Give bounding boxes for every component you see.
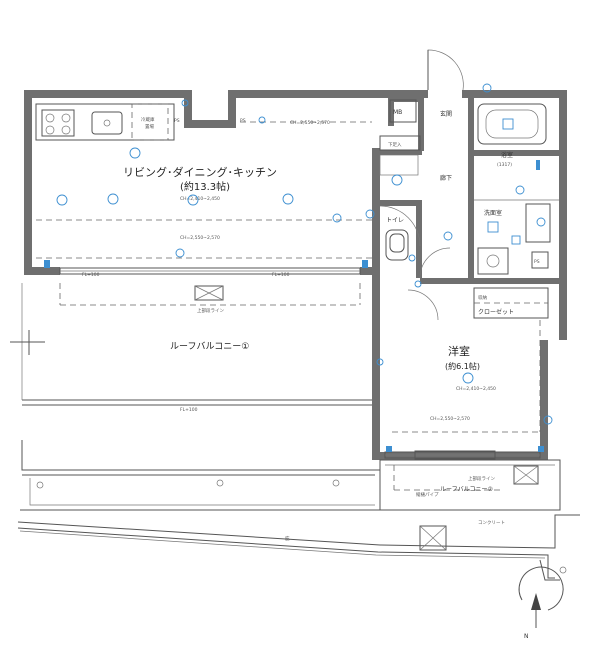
svg-text:上部段ライン: 上部段ライン [197,307,224,314]
compass-icon: N [518,566,564,640]
ceiling-height-note: CH=2,550~2,570 [290,120,330,126]
svg-text:CH=2,410~2,450: CH=2,410~2,450 [180,196,220,202]
ldk-name: リビング･ダイニング･キッチン [123,165,277,179]
svg-text:下足入: 下足入 [388,142,402,148]
svg-text:縦樋パイプ: 縦樋パイプ [416,491,439,498]
ldk-size: (約13.3帖) [180,180,230,193]
western-room: 収納 クローゼット 洋室 (約6.1帖) CH=2,410~2,450 CH=2… [376,280,553,452]
western-name: 洋室 [448,344,470,358]
fridge-label: 冷蔵庫 [141,116,155,123]
bathroom-label: 浴室 [501,151,513,159]
svg-text:PS: PS [174,118,180,124]
western-size: (約6.1帖) [445,361,480,371]
svg-text:(1317): (1317) [497,162,512,168]
svg-text:CH=2,550~2,570: CH=2,550~2,570 [180,235,220,241]
balcony-1-area [10,283,380,406]
closet-label: クローゼット [478,308,514,316]
hallway-label: 廊下 [440,174,452,182]
walls [24,90,567,460]
svg-text:置場: 置場 [145,123,154,130]
svg-text:上部段ライン: 上部段ライン [468,475,495,482]
svg-text:コンクリート: コンクリート [478,520,505,526]
svg-text:FL+100: FL+100 [82,272,100,278]
balcony-1-label: ルーフバルコニー① [170,341,249,352]
entrance-area: MB 玄関 廊下 下足入 トイレ [365,49,492,279]
svg-text:FL+100: FL+100 [272,272,290,278]
windows [59,267,541,460]
compass-n-label: N [524,633,529,640]
svg-text:PS: PS [534,259,540,265]
balcony-2-label: ルーフバルコニー② [440,486,494,493]
svg-text:庇: 庇 [285,535,290,542]
bath-area: 浴室 (1317) 洗面室 PS PS PS [174,103,559,275]
mb-label: MB [393,109,402,116]
svg-text:収納: 収納 [478,294,487,301]
balcony-2-area: ルーフバルコニー② 上部段ライン 縦樋パイプ コンクリート 庇 [285,459,561,551]
washroom-label: 洗面室 [484,209,502,217]
svg-text:PS: PS [240,118,246,124]
svg-text:CH=2,410~2,450: CH=2,410~2,450 [456,386,496,392]
svg-text:FL+100: FL+100 [180,407,198,413]
toilet-label: トイレ [386,217,404,224]
ldk-room: 冷蔵庫 置場 CH=2,550~2,570 CH=2,410~2,450 CH=… [35,99,372,314]
svg-text:CH=2,550~2,570: CH=2,550~2,570 [430,416,470,422]
entrance-label: 玄関 [440,110,452,118]
